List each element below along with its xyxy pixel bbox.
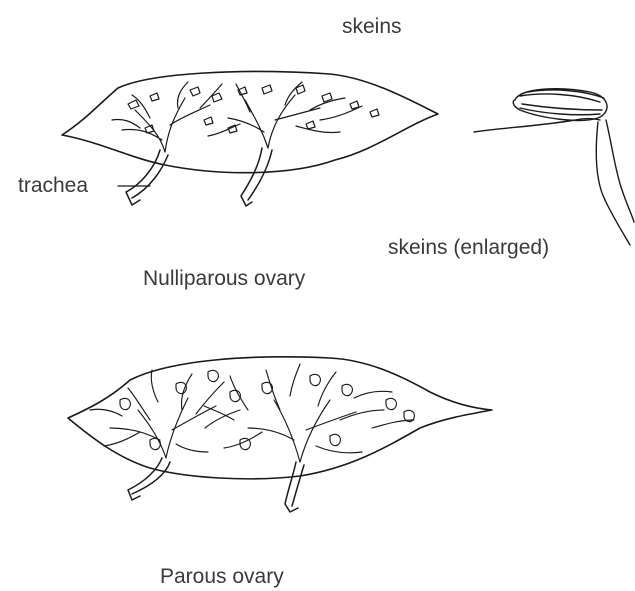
parous-trachea-left: [128, 458, 170, 500]
parous-tracheoles: [90, 364, 414, 462]
parous-ovary-label: Parous ovary: [160, 566, 284, 587]
skeins-enlarged-drawing: [474, 89, 634, 245]
skeins-duct: [596, 120, 634, 245]
nulliparous-tracheoles: [112, 82, 379, 152]
skeins-coil: [513, 89, 607, 121]
nulliparous-ovary-label: Nulliparous ovary: [143, 268, 305, 289]
nulliparous-ovary-outline: [62, 72, 438, 173]
nulliparous-ovary-drawing: [62, 72, 438, 206]
skeins-enlarged-label: skeins (enlarged): [388, 237, 549, 258]
parous-ovary-drawing: [68, 357, 492, 512]
skeins-label: skeins: [342, 16, 402, 37]
parous-ovary-outline: [68, 357, 492, 479]
trachea-tube-left: [126, 150, 168, 205]
trachea-label: trachea: [18, 175, 88, 196]
parous-trachea-right: [285, 462, 304, 512]
trachea-tube-right: [241, 148, 272, 206]
